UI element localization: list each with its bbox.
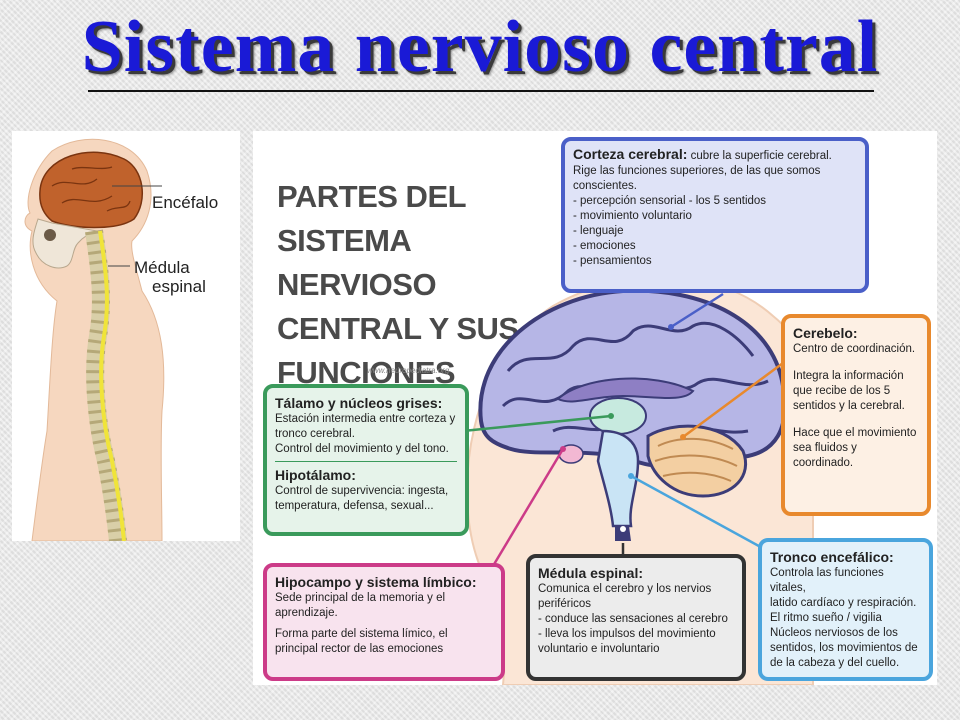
talamo-title: Tálamo y núcleos grises: (275, 395, 443, 411)
hipocampo-box: Hipocampo y sistema límbico: Sede princi… (263, 563, 505, 681)
hipocampo-line: Sede principal de la memoria y el (275, 592, 446, 604)
cerebelo-line: sentidos y la cerebral. (793, 400, 905, 412)
corteza-line: - emociones (573, 240, 636, 252)
title-underline (88, 90, 874, 92)
cerebelo-connector-dot (680, 434, 686, 440)
source-credit: www.neuropediatra.org (367, 366, 450, 375)
talamo-connector-dot (608, 413, 614, 419)
talamo-connector (462, 414, 612, 433)
tronco-title: Tronco encefálico: (770, 549, 894, 565)
tronco-line: sentidos, los movimientos de (770, 642, 918, 654)
corteza-title: Corteza cerebral: (573, 146, 688, 162)
cerebelo-line: que recibe de los 5 (793, 385, 891, 397)
corteza-cerebral-box: Corteza cerebral: cubre la superficie ce… (561, 137, 869, 293)
cerebelo-connector (682, 361, 784, 439)
tronco-line: El ritmo sueño / vigilia (770, 612, 882, 624)
hipocampo-connector-dot (560, 446, 566, 452)
cerebelo-line: Integra la información (793, 370, 904, 382)
corteza-line: - lenguaje (573, 225, 624, 237)
infographic-panel: PARTES DEL SISTEMA NERVIOSO CENTRAL Y SU… (253, 131, 937, 685)
corteza-inline-text: cubre la superficie cerebral. (690, 150, 832, 162)
anatomy-illustration-panel: Encéfalo Médula espinal (12, 131, 240, 541)
infographic-heading: PARTES DEL SISTEMA NERVIOSO CENTRAL Y SU… (277, 175, 577, 395)
medula-line: voluntario e involuntario (538, 643, 660, 655)
heading-line: CENTRAL Y SUS (277, 311, 519, 346)
tronco-line: Núcleos nerviosos de los (770, 627, 898, 639)
tronco-line: latido cardíaco y respiración. (770, 597, 917, 609)
talamo-line: Control del movimiento y del tono. (275, 443, 449, 455)
medula-label-line2: espinal (152, 277, 206, 296)
spinal-cord (98, 230, 126, 541)
corteza-line: - percepción sensorial - los 5 sentidos (573, 195, 767, 207)
medula-line: periféricos (538, 598, 592, 610)
tronco-connector-dot (628, 473, 634, 479)
tronco-line: Controla las funciones vitales, (770, 567, 884, 594)
hipocampo-line: principal rector de las emociones (275, 643, 444, 655)
corteza-connector-dot (668, 324, 674, 330)
medula-line: Comunica el cerebro y los nervios (538, 583, 712, 595)
talamo-box: Tálamo y núcleos grises: Estación interm… (263, 384, 469, 536)
heading-line: SISTEMA NERVIOSO (277, 223, 437, 302)
talamo-divider (275, 461, 457, 462)
eye-socket (44, 229, 56, 241)
tronco-connector (630, 474, 769, 553)
tronco-encefalico-box: Tronco encefálico: Controla las funcione… (758, 538, 933, 681)
hipotalamo-line: Control de supervivencia: ingesta, (275, 485, 449, 497)
hipocampo-line: aprendizaje. (275, 607, 338, 619)
hipocampo-title: Hipocampo y sistema límbico: (275, 574, 477, 590)
brainstem (596, 429, 640, 528)
medula-line: - conduce las sensaciones al cerebro (538, 613, 728, 625)
talamo-line: Estación intermedia entre corteza y (275, 413, 456, 425)
medula-line: - lleva los impulsos del movimiento (538, 628, 716, 640)
medula-label-line1: Médula (134, 258, 190, 277)
tronco-line: de la cabeza y del cuello. (770, 657, 900, 669)
body-side-illustration (24, 138, 165, 541)
hipocampo-line: Forma parte del sistema límico, el (275, 628, 448, 640)
thalamus (589, 397, 647, 435)
brain-folds (51, 166, 131, 212)
spinal-cord-top (615, 526, 631, 541)
cerebelo-title: Cerebelo: (793, 325, 858, 341)
heading-line: PARTES DEL (277, 179, 466, 214)
cerebelo-box: Cerebelo: Centro de coordinación. Integr… (781, 314, 931, 516)
corteza-line: - movimiento voluntario (573, 210, 692, 222)
cerebelo-line: Hace que el movimiento (793, 427, 917, 439)
hipotalamo-title: Hipotálamo: (275, 467, 356, 483)
encefalo-label: Encéfalo (152, 193, 219, 212)
brain-shape (39, 151, 143, 229)
medula-title: Médula espinal: (538, 565, 644, 581)
corpus-callosum (556, 377, 695, 403)
corteza-connector (670, 292, 724, 329)
cerebelo-line: sea fluidos y coordinado. (793, 442, 857, 469)
cerebelo-line: Centro de coordinación. (793, 343, 916, 355)
corteza-line: Rige las funciones superiores, de las qu… (573, 165, 821, 177)
page-title: Sistema nervioso central (81, 6, 879, 88)
spinal-cord-canal (620, 526, 626, 532)
corteza-line: - pensamientos (573, 255, 652, 267)
medula-espinal-box: Médula espinal: Comunica el cerebro y lo… (526, 554, 746, 681)
hipocampo-connector (491, 448, 565, 567)
spine-column (85, 229, 127, 541)
talamo-line: tronco cerebral. (275, 428, 355, 440)
cerebellum-folia (654, 437, 738, 482)
hipotalamo-line: temperatura, defensa, sexual... (275, 500, 434, 512)
corteza-line: conscientes. (573, 180, 637, 192)
